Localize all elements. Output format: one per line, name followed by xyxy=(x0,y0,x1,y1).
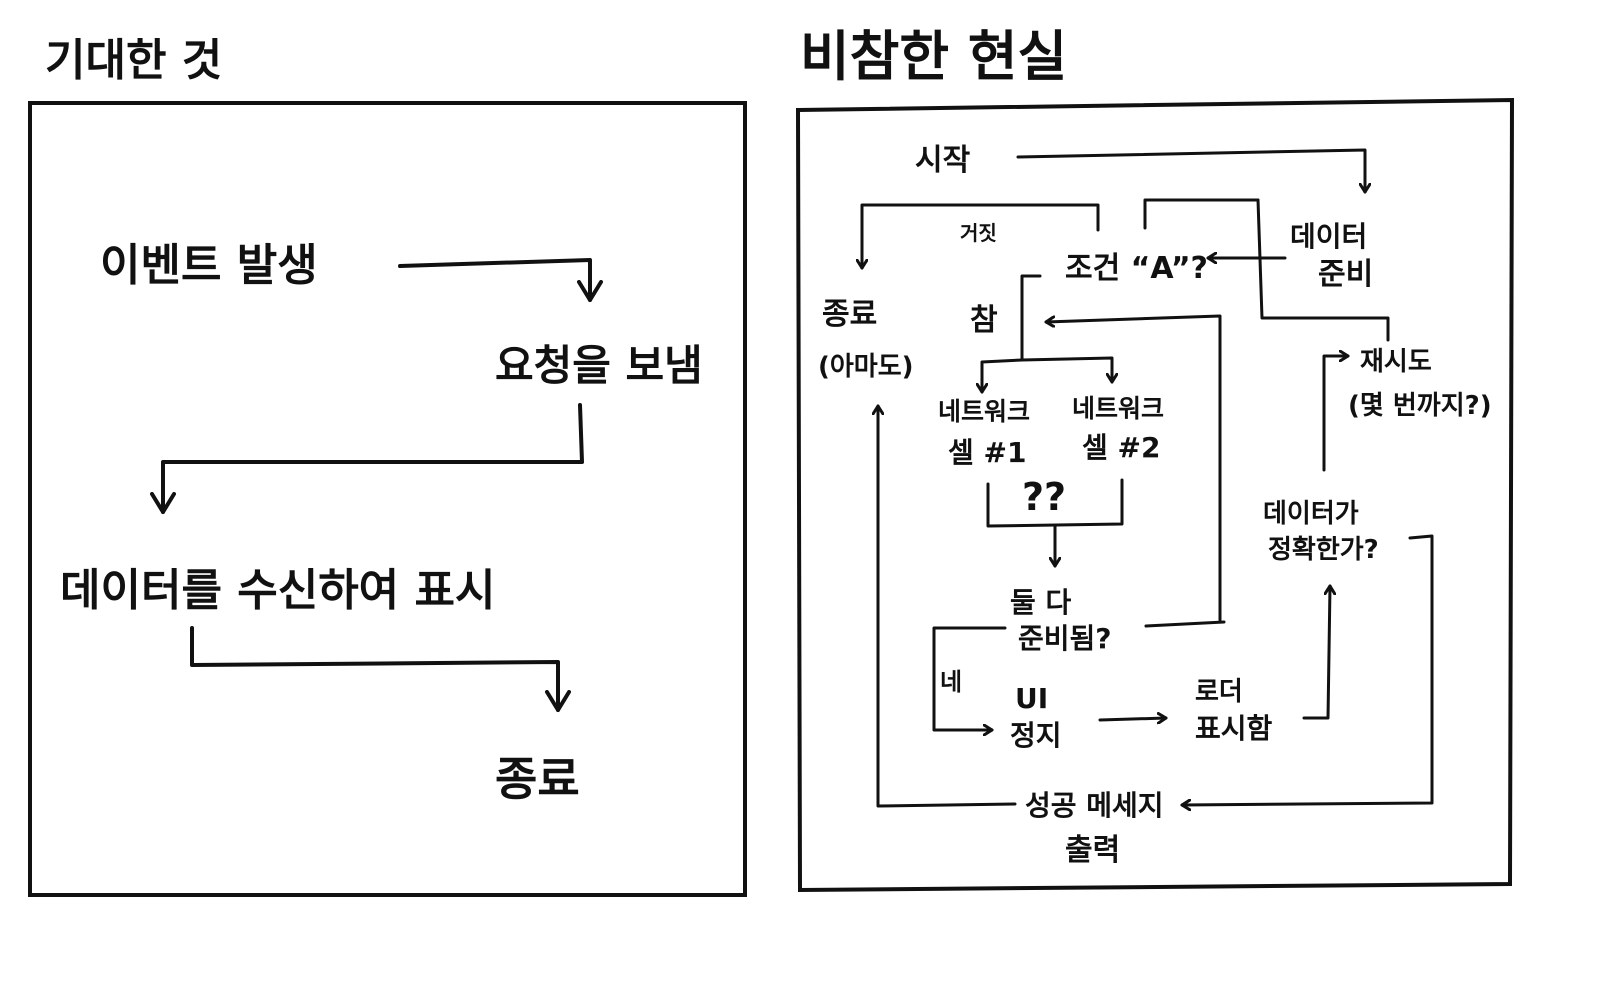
reality-title: 비참한 현실 xyxy=(800,25,1067,88)
reality-frame xyxy=(795,97,1515,893)
node-retry-2: (몇 번까지?) xyxy=(1348,391,1492,421)
expected-panel: 기대한 것 이벤트 발생 요청을 보냄 데이터를 수신하여 표시 종료 xyxy=(28,35,747,897)
label-yes: 네 xyxy=(940,668,962,696)
node-end-maybe-2: (아마도) xyxy=(818,352,914,382)
arrow-event-to-request xyxy=(398,258,603,302)
node-network-cell-1-b: 셀 #1 xyxy=(948,436,1026,469)
node-start: 시작 xyxy=(915,143,971,178)
reality-panel: 비참한 현실 시작 거짓 조건 “A”? 데이터 준비 종료 (아마도) 참 재… xyxy=(795,25,1515,893)
node-success-message-2: 출력 xyxy=(1065,833,1120,868)
expected-frame xyxy=(28,101,747,897)
arrow-split-to-cell-2 xyxy=(1020,356,1112,384)
node-data-accurate-1: 데이터가 xyxy=(1263,499,1359,529)
node-end: 종료 xyxy=(495,752,580,806)
line-loop-to-retry xyxy=(1256,198,1390,342)
node-show-loader-2: 표시함 xyxy=(1195,712,1273,745)
node-both-ready-1: 둘 다 xyxy=(1010,586,1072,619)
arrow-accurate-to-success xyxy=(1180,534,1434,805)
arrow-loader-to-accurate xyxy=(1302,584,1330,720)
arrow-request-to-receive xyxy=(150,403,584,514)
node-ui-freeze-2: 정지 xyxy=(1010,719,1062,752)
node-question-marks: ?? xyxy=(1022,475,1066,519)
arrow-accurate-to-retry xyxy=(1322,356,1350,472)
node-show-loader-1: 로더 xyxy=(1195,677,1243,707)
node-network-cell-2-a: 네트워크 xyxy=(1072,394,1164,423)
label-true: 참 xyxy=(970,303,998,338)
arrow-loop-back-to-true xyxy=(1044,314,1222,622)
arrow-yes-to-ui-freeze xyxy=(932,626,1007,730)
node-data-prepare-2: 준비 xyxy=(1318,257,1373,292)
node-receive-display: 데이터를 수신하여 표시 xyxy=(60,565,495,616)
line-both-ready-no xyxy=(1144,620,1226,628)
node-data-prepare-1: 데이터 xyxy=(1290,220,1367,253)
node-condition-a: 조건 “A”? xyxy=(1065,251,1208,286)
node-success-message-1: 성공 메세지 xyxy=(1025,789,1164,822)
line-condition-true-branch xyxy=(1020,274,1042,362)
node-send-request: 요청을 보냄 xyxy=(495,341,703,390)
arrow-start-to-data xyxy=(1016,148,1365,194)
node-end-maybe-1: 종료 xyxy=(822,297,877,332)
arrow-success-to-end xyxy=(878,404,1017,808)
label-false: 거짓 xyxy=(960,221,997,245)
line-data-loop-top xyxy=(1143,198,1260,230)
arrow-split-to-cell-1 xyxy=(982,358,1024,394)
expected-title: 기대한 것 xyxy=(45,35,222,86)
arrow-condition-false-to-end xyxy=(862,203,1100,270)
node-ui-freeze-1: UI xyxy=(1015,682,1048,715)
node-network-cell-2-b: 셀 #2 xyxy=(1082,431,1160,464)
arrow-ui-to-loader xyxy=(1098,718,1168,720)
node-network-cell-1-a: 네트워크 xyxy=(938,397,1030,426)
node-retry-1: 재시도 xyxy=(1360,347,1432,377)
node-both-ready-2: 준비됨? xyxy=(1018,622,1112,655)
node-event-occurred: 이벤트 발생 xyxy=(100,240,318,291)
arrow-receive-to-end xyxy=(190,626,571,712)
node-data-accurate-2: 정확한가? xyxy=(1268,535,1379,565)
